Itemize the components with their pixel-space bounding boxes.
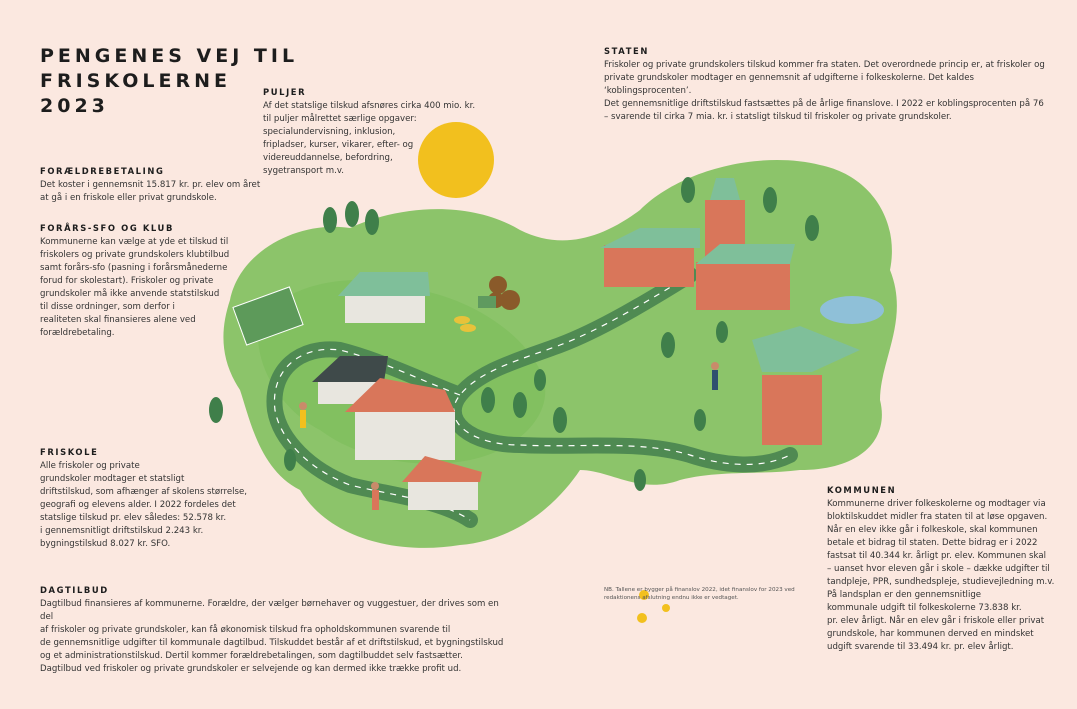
puljer-section: PULJER Af det statslige tilskud afsnøres… xyxy=(263,86,493,178)
foraars-sfo-line: samt forårs-sfo (pasning i forårsmåneder… xyxy=(40,263,228,273)
kommunen-line: grundskole, har kommunen derved en minds… xyxy=(827,629,1034,639)
friskole-line: Alle friskoler og private xyxy=(40,461,140,471)
friskole-line: driftstilskud, som afhænger af skolens s… xyxy=(40,487,248,497)
small-school-building xyxy=(408,480,478,510)
friskole-line: bygningstilskud 8.027 kr. SFO. xyxy=(40,539,171,549)
footnote-line: redaktionens afslutning endnu ikke er ve… xyxy=(604,595,739,601)
foraeldrebetaling-section: FORÆLDREBETALING Det koster i gennemsnit… xyxy=(40,165,290,205)
kommunen-line: Kommunerne driver folkeskolerne og modta… xyxy=(827,499,1046,509)
foraars-sfo-line: forældrebetaling. xyxy=(40,328,115,338)
dagtilbud-line: Dagtilbud ved friskoler og private grund… xyxy=(40,664,462,674)
puljer-line: til puljer målrettet særlige opgaver: xyxy=(263,114,417,124)
title-line-2: 2023 xyxy=(40,95,109,117)
kommunen-heading: KOMMUNEN xyxy=(827,485,897,495)
friskole-building xyxy=(355,410,455,460)
sfo-building xyxy=(345,295,425,323)
staten-building-right xyxy=(696,262,790,310)
foraars-sfo-line: grundskoler må ikke anvende statstilskud xyxy=(40,289,220,299)
sun-icon xyxy=(418,122,494,198)
kommunen-line: Når en elev ikke går i folkeskole, skal … xyxy=(827,525,1038,535)
staten-line: Friskoler og private grundskolers tilsku… xyxy=(604,60,1045,70)
staten-section: STATEN Friskoler og private grundskolers… xyxy=(604,45,1064,124)
foraars-sfo-line: realiteten skal finansieres alene ved xyxy=(40,315,196,325)
foraars-sfo-heading: FORÅRS-SFO OG KLUB xyxy=(40,223,174,233)
friskole-line: i gennemsnitligt driftstilskud 2.243 kr. xyxy=(40,526,204,536)
friskole-heading: FRISKOLE xyxy=(40,447,99,457)
foraars-sfo-line: friskolers og private grundskolers klubt… xyxy=(40,250,230,260)
kommunen-line: bloktilskuddet midler fra staten til at … xyxy=(827,512,1048,522)
puljer-line: fripladser, kurser, vikarer, efter- og xyxy=(263,140,414,150)
kommunen-line: På landsplan er den gennemsnitlige xyxy=(827,590,982,600)
footnote: NB. Tallene er bygger på finanslov 2022,… xyxy=(604,586,814,602)
footnote-line: NB. Tallene er bygger på finanslov 2022,… xyxy=(604,587,795,593)
foraars-sfo-line: Kommunerne kan vælge at yde et tilskud t… xyxy=(40,237,229,247)
dagtilbud-line: de gennemsnitlige udgifter til kommunale… xyxy=(40,638,504,648)
staten-heading: STATEN xyxy=(604,46,649,56)
puljer-line: videreuddannelse, befordring, xyxy=(263,153,393,163)
friskole-section: FRISKOLE Alle friskoler og private grund… xyxy=(40,446,270,551)
friskole-line: statslige tilskud pr. elev således: 52.5… xyxy=(40,513,227,523)
staten-building-left xyxy=(604,245,694,287)
kommunen-line: udgift svarende til 33.494 kr. pr. elev … xyxy=(827,642,1014,652)
kommunen-line: betale et bidrag til staten. Dette bidra… xyxy=(827,538,1038,548)
people xyxy=(299,362,719,510)
title-line-1: PENGENES VEJ TIL FRISKOLERNE xyxy=(40,45,299,92)
coins-icon xyxy=(454,296,496,332)
tennis-court xyxy=(232,286,304,346)
dagtilbud-line: og et administrationstilskud. Dertil kom… xyxy=(40,651,463,661)
dagtilbud-line: Dagtilbud finansieres af kommunerne. For… xyxy=(40,599,499,622)
kommunen-line: – uanset hvor eleven går i skole – dække… xyxy=(827,564,1050,574)
friskole-line: geografi og elevens alder. I 2022 fordel… xyxy=(40,500,236,510)
foraeldrebetaling-heading: FORÆLDREBETALING xyxy=(40,166,165,176)
flowers xyxy=(637,590,670,623)
friskole-line: grundskoler modtager et statsligt xyxy=(40,474,185,484)
puljer-line: sygetransport m.v. xyxy=(263,166,344,176)
trees xyxy=(209,177,819,491)
puljer-heading: PULJER xyxy=(263,87,307,97)
foraars-sfo-line: til disse ordninger, som derfor i xyxy=(40,302,175,312)
foraars-sfo-line: forud for skolestart). Friskoler og priv… xyxy=(40,276,214,286)
pond xyxy=(820,296,884,324)
foraars-sfo-section: FORÅRS-SFO OG KLUB Kommunerne kan vælge … xyxy=(40,222,260,340)
staten-line: – svarende til cirka 7 mia. kr. i statsl… xyxy=(604,112,952,122)
kommunen-line: kommunale udgift til folkeskolerne 73.83… xyxy=(827,603,1022,613)
foraeldrebetaling-line: at gå i en friskole eller privat grundsk… xyxy=(40,193,217,203)
puljer-line: Af det statslige tilskud afsnøres cirka … xyxy=(263,101,476,111)
dagtilbud-heading: DAGTILBUD xyxy=(40,585,109,595)
staten-line: Det gennemsnitlige driftstilskud fastsæt… xyxy=(604,99,1044,109)
kommunen-line: fastsat til 40.344 kr. årligt pr. elev. … xyxy=(827,551,1047,561)
page-title: PENGENES VEJ TIL FRISKOLERNE 2023 xyxy=(40,44,460,119)
kommunen-line: pr. elev årligt. Når en elev går i frisk… xyxy=(827,616,1045,626)
kommune-building xyxy=(762,375,822,445)
puljer-line: specialundervisning, inklusion, xyxy=(263,127,396,137)
staten-line: private grundskoler modtager en gennemsn… xyxy=(604,73,974,96)
kommunen-line: tandpleje, PPR, sundhedspleje, studievej… xyxy=(827,577,1055,587)
dagtilbud-section: DAGTILBUD Dagtilbud finansieres af kommu… xyxy=(40,584,510,676)
foraeldrebetaling-line: Det koster i gennemsnit 15.817 kr. pr. e… xyxy=(40,180,261,190)
dagtilbud-line: af friskoler og private grundskoler, kan… xyxy=(40,625,451,635)
kommunen-section: KOMMUNEN Kommunerne driver folkeskolerne… xyxy=(827,484,1067,654)
